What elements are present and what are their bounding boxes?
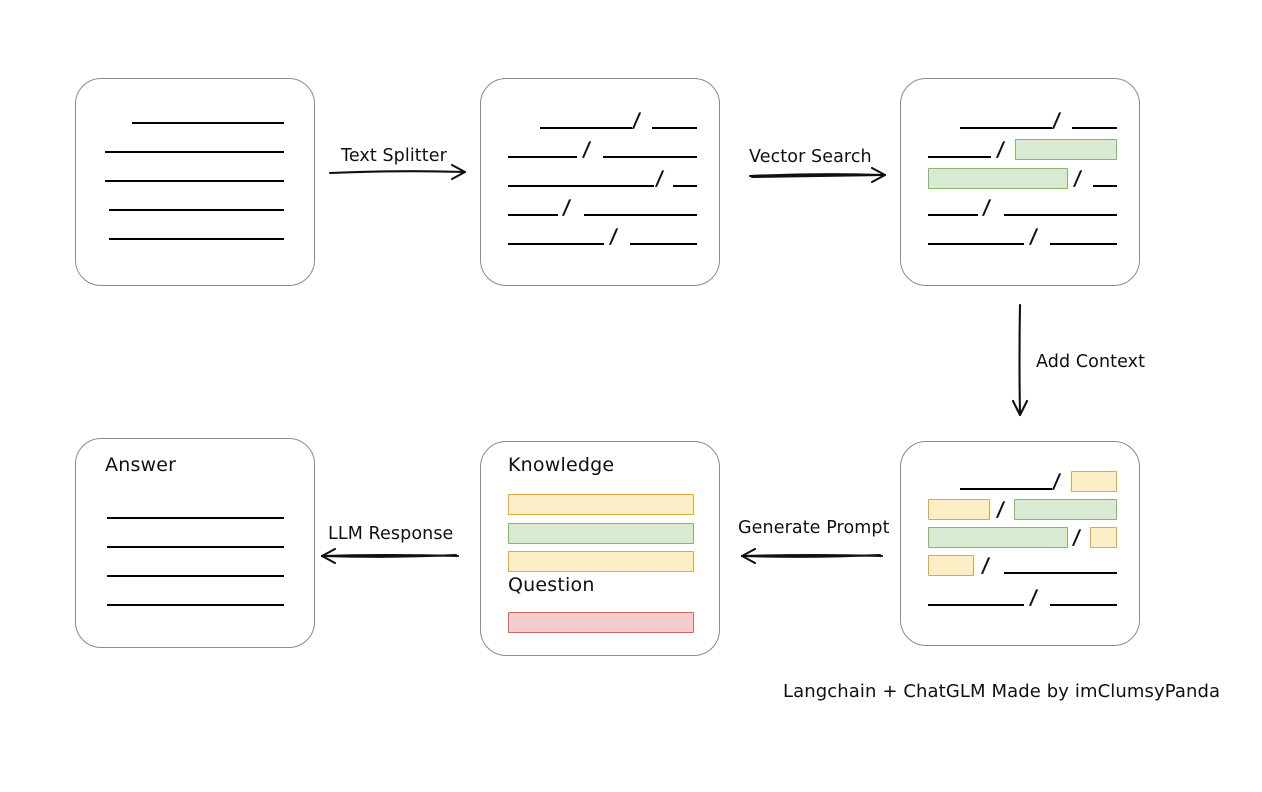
text-line-segment bbox=[508, 243, 604, 245]
document-box-split-chunks bbox=[480, 78, 720, 286]
text-line-segment bbox=[105, 151, 284, 153]
text-line-segment bbox=[508, 156, 577, 158]
edge-label-generate-prompt: Generate Prompt bbox=[738, 518, 890, 538]
text-line-segment bbox=[630, 243, 697, 245]
text-line-segment bbox=[540, 127, 632, 129]
text-line-segment bbox=[508, 214, 558, 216]
text-line-segment bbox=[603, 156, 697, 158]
document-box-answer bbox=[75, 438, 315, 648]
text-line-segment bbox=[928, 243, 1024, 245]
highlight-chip-yellow bbox=[928, 499, 990, 520]
text-line-segment bbox=[1050, 604, 1117, 606]
prompt-bar-knowledge-yellow bbox=[508, 494, 694, 515]
text-line-segment bbox=[960, 127, 1052, 129]
edge-label-llm-response: LLM Response bbox=[328, 524, 454, 544]
document-box-source-document bbox=[75, 78, 315, 286]
text-line-segment bbox=[107, 604, 284, 606]
arrow-vector-search bbox=[748, 166, 887, 184]
highlight-chip-yellow bbox=[1090, 527, 1117, 548]
text-line-segment bbox=[928, 604, 1024, 606]
highlight-chip-green bbox=[928, 168, 1068, 189]
arrow-generate-prompt bbox=[740, 547, 884, 565]
text-line-segment bbox=[652, 127, 697, 129]
footer-credit: Langchain + ChatGLM Made by imClumsyPand… bbox=[783, 681, 1221, 702]
highlight-chip-green bbox=[1014, 499, 1117, 520]
text-line-segment bbox=[584, 214, 697, 216]
highlight-chip-green bbox=[1015, 139, 1117, 160]
text-line-segment bbox=[107, 517, 284, 519]
text-line-segment bbox=[109, 209, 284, 211]
prompt-bar-knowledge-green bbox=[508, 523, 694, 544]
text-line-segment bbox=[1004, 214, 1117, 216]
box-title-answer: Answer bbox=[105, 454, 177, 476]
text-line-segment bbox=[107, 575, 284, 577]
text-line-segment bbox=[928, 214, 978, 216]
highlight-chip-yellow bbox=[928, 555, 974, 576]
edge-label-add-context: Add Context bbox=[1036, 352, 1146, 372]
highlight-chip-yellow bbox=[1071, 471, 1117, 492]
arrow-add-context bbox=[1011, 303, 1029, 417]
arrow-llm-response bbox=[320, 547, 460, 565]
text-line-segment bbox=[109, 238, 284, 240]
arrow-text-splitter bbox=[328, 163, 467, 181]
text-line-segment bbox=[673, 185, 697, 187]
text-line-segment bbox=[1004, 572, 1117, 574]
text-line-segment bbox=[1072, 127, 1117, 129]
text-line-segment bbox=[508, 185, 654, 187]
text-line-segment bbox=[960, 488, 1052, 490]
edge-label-vector-search: Vector Search bbox=[749, 147, 872, 167]
text-line-segment bbox=[928, 156, 991, 158]
text-line-segment bbox=[107, 546, 284, 548]
section-title-question: Question bbox=[508, 574, 595, 596]
highlight-chip-green bbox=[928, 527, 1068, 548]
edge-label-text-splitter: Text Splitter bbox=[341, 146, 447, 166]
text-line-segment bbox=[1093, 185, 1117, 187]
prompt-bar-question-red bbox=[508, 612, 694, 633]
text-line-segment bbox=[105, 180, 284, 182]
section-title-knowledge: Knowledge bbox=[508, 454, 615, 476]
prompt-bar-knowledge-yellow bbox=[508, 551, 694, 572]
text-line-segment bbox=[132, 122, 284, 124]
text-line-segment bbox=[1050, 243, 1117, 245]
